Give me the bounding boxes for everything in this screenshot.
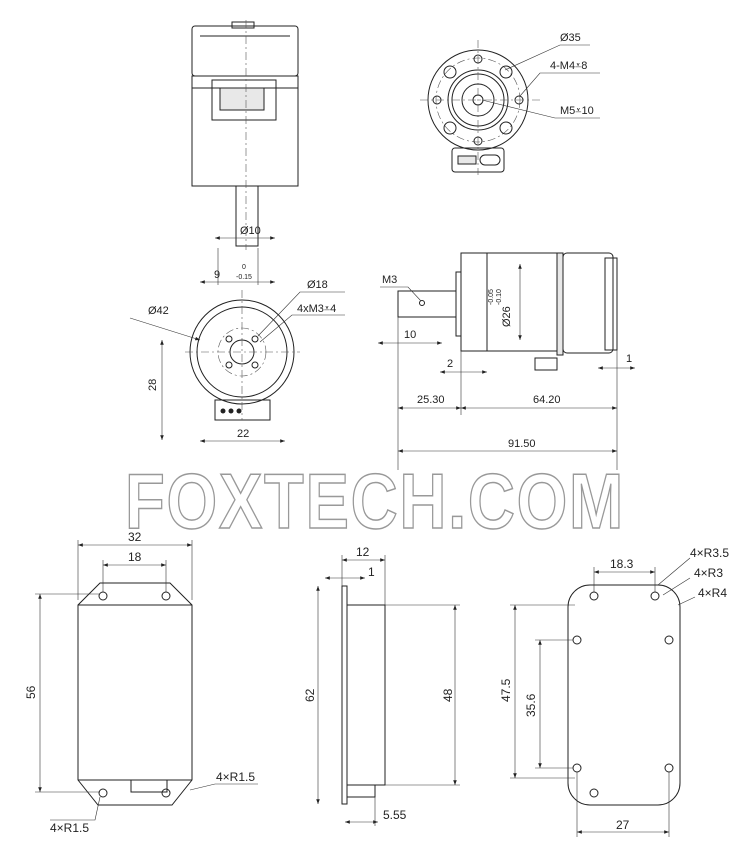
end-width-label: 22: [237, 428, 249, 440]
body-len-label: 64.20: [533, 394, 561, 406]
board-hole-spacing-label: 18: [128, 550, 142, 564]
front-holes-label: 4-M4⩡8: [550, 60, 587, 72]
motor-side-view: M3 10 2 1 25.30 64.20 91.50 Ø26 -0.05 -0…: [378, 252, 635, 470]
back-radius-3-label: 4×R4: [698, 586, 727, 600]
outer-dia-label: Ø42: [148, 305, 169, 317]
back-radius-2-label: 4×R3: [694, 566, 723, 580]
back-inner-spacing-label: 35.6: [524, 693, 538, 717]
pilot-tol-upper: -0.05: [488, 289, 495, 305]
board-radius-right-label: 4×R1.5: [216, 770, 255, 784]
back-width-label: 27: [616, 818, 630, 832]
board-thickness-label: 12: [356, 545, 370, 559]
thread-label: M3: [382, 274, 397, 286]
back-hole-spacing-label: 18.3: [610, 557, 634, 571]
board-radius-left-label: 4×R1.5: [50, 821, 89, 835]
shaft-len-label: 10: [404, 329, 416, 341]
board-back-view: 18.3 4×R3.5 4×R3 4×R4 47.5 35.6 27: [499, 546, 729, 837]
side-body-height-label: 48: [441, 688, 455, 702]
flange-dia-label: Ø35: [560, 32, 581, 44]
end-height-label: 28: [147, 379, 159, 391]
flat-tol-upper: 0: [242, 264, 246, 271]
step-label: 2: [447, 358, 453, 370]
center-hole-label: M5⩡10: [560, 105, 594, 117]
rear-label: 1: [626, 353, 632, 365]
back-outer-spacing-label: 47.5: [499, 678, 513, 702]
pilot-dia-label: Ø26: [501, 306, 513, 327]
shaft-total-label: 25.30: [417, 394, 445, 406]
pilot-tol-lower: -0.10: [496, 289, 503, 305]
motor-top-view: Ø10: [191, 20, 299, 250]
board-side-view: 12 1 62 48 5.55: [303, 545, 460, 826]
pin-label: 5.55: [383, 808, 407, 822]
side-height-label: 62: [303, 688, 317, 702]
inner-dia-label: Ø18: [307, 279, 328, 291]
board-height-label: 56: [24, 685, 38, 699]
board-front-view: 32 18 56 4×R1.5 4×R1.5: [24, 530, 258, 835]
plate-label: 1: [368, 565, 375, 579]
back-radius-1-label: 4×R3.5: [690, 546, 729, 560]
shaft-dia-label: Ø10: [240, 225, 261, 237]
motor-end-view: 9 0 -0.15 Ø42 Ø18 4xM3⩡4 28 22: [129, 248, 345, 443]
flat-label: 9: [214, 269, 220, 281]
total-len-label: 91.50: [508, 438, 536, 450]
board-width-label: 32: [128, 530, 142, 544]
end-holes-label: 4xM3⩡4: [297, 303, 336, 315]
motor-front-view: Ø35 4-M4⩡8 M5⩡10: [420, 32, 600, 175]
watermark: FOXTECH.COM: [125, 457, 625, 545]
flat-tol-lower: -0.15: [236, 274, 252, 281]
